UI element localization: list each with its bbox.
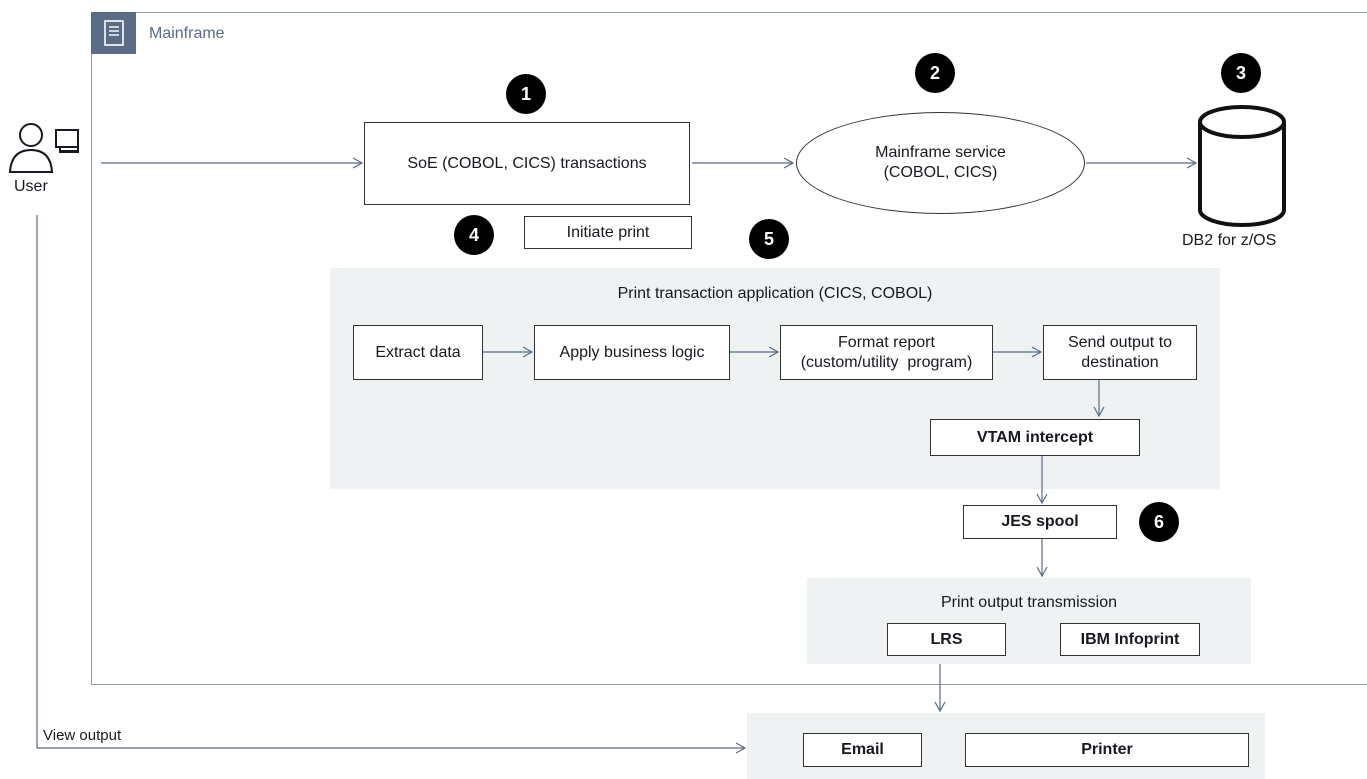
step-badge-3: 3 [1221, 53, 1261, 93]
extract-data-box: Extract data [353, 325, 483, 380]
mainframe-icon [91, 12, 136, 54]
step-badge-4: 4 [454, 215, 494, 255]
send-output-line1: Send output to [1067, 333, 1173, 351]
transmission-title: Print output transmission [940, 594, 1118, 611]
send-output-line2: destination [1081, 353, 1159, 371]
format-report-line2: (custom/utility program) [800, 353, 973, 371]
print-app-title: Print transaction application (CICS, COB… [617, 285, 933, 302]
format-report-box: Format report (custom/utility program) [780, 325, 993, 380]
vtam-intercept-box: VTAM intercept [930, 419, 1140, 456]
mainframe-service-line2: (COBOL, CICS) [883, 164, 998, 181]
step-badge-5: 5 [749, 219, 789, 259]
db2-database-icon [1196, 104, 1288, 228]
mainframe-label: Mainframe [149, 25, 225, 42]
view-output-label: View output [43, 727, 122, 744]
initiate-print-box: Initiate print [524, 216, 692, 249]
send-output-box: Send output to destination [1043, 325, 1197, 380]
ibm-infoprint-box: IBM Infoprint [1060, 623, 1200, 656]
apply-business-logic-box: Apply business logic [534, 325, 730, 380]
db2-label: DB2 for z/OS [1182, 232, 1277, 249]
mainframe-service-ellipse: Mainframe service (COBOL, CICS) [796, 112, 1085, 214]
format-report-line1: Format report [838, 333, 935, 351]
jes-spool-box: JES spool [963, 505, 1117, 539]
mainframe-group [91, 12, 1367, 685]
user-label: User [14, 178, 48, 195]
printer-box: Printer [965, 733, 1249, 767]
step-badge-2: 2 [915, 53, 955, 93]
step-badge-1: 1 [506, 74, 546, 114]
arrow-user-view-output [36, 215, 747, 754]
email-box: Email [803, 733, 922, 767]
lrs-box: LRS [887, 623, 1006, 656]
user-icon [5, 120, 83, 176]
mainframe-service-line1: Mainframe service [875, 144, 1006, 161]
step-badge-6: 6 [1139, 502, 1179, 542]
soe-transactions-box: SoE (COBOL, CICS) transactions [364, 122, 690, 205]
